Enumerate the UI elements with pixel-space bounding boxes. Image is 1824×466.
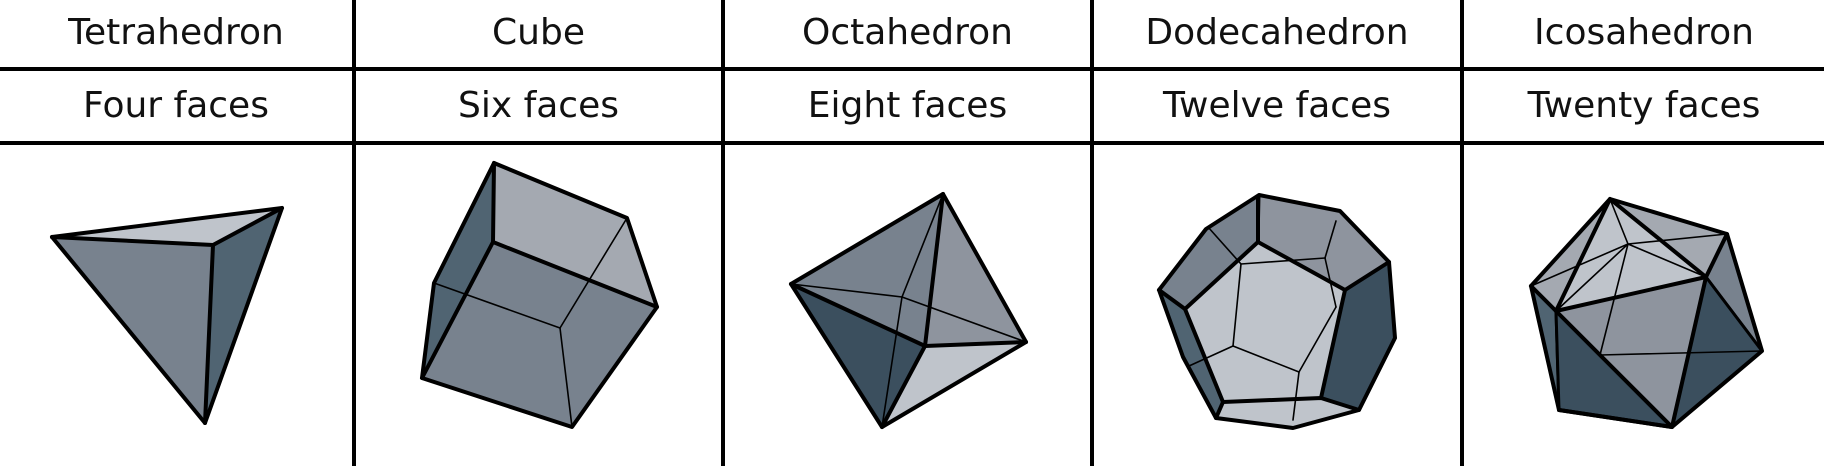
column-title-cube: Cube — [492, 12, 585, 53]
column-divider — [1090, 0, 1094, 466]
icosahedron-solid — [1529, 197, 1764, 429]
face-count-tetrahedron: Four faces — [83, 85, 269, 126]
column-title-icosahedron: Icosahedron — [1534, 12, 1754, 53]
cube-solid — [420, 161, 659, 429]
face-count-octahedron: Eight faces — [807, 85, 1008, 126]
face-count-dodecahedron: Twelve faces — [1163, 85, 1391, 126]
dodecahedron-solid — [1157, 193, 1397, 430]
column-title-dodecahedron: Dodecahedron — [1145, 12, 1409, 53]
face-count-cube: Six faces — [457, 85, 620, 126]
column-divider — [352, 0, 356, 466]
faces-divider — [0, 141, 1824, 145]
column-divider — [721, 0, 725, 466]
column-divider — [1460, 0, 1464, 466]
octahedron-solid — [789, 192, 1028, 429]
header-divider — [0, 67, 1824, 71]
column-title-octahedron: Octahedron — [802, 12, 1013, 53]
tetrahedron-solid — [50, 206, 284, 425]
column-title-tetrahedron: Tetrahedron — [68, 12, 284, 53]
face-count-icosahedron: Twenty faces — [1527, 85, 1761, 126]
